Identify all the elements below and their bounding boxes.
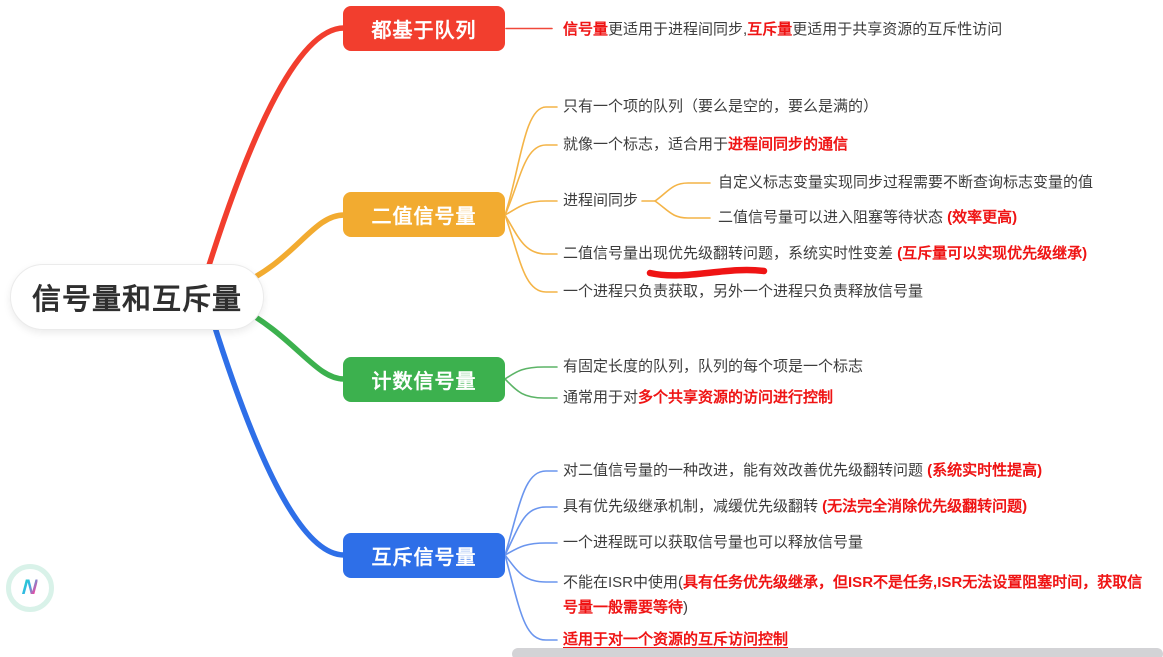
leaf-segment: 不能在ISR中使用( [563, 574, 684, 591]
branch-label: 二值信号量 [371, 206, 477, 228]
leaf-segment: 对二值信号量的一种改进，能有效改善优先级翻转问题 [563, 462, 928, 479]
leaf-segment: 更适用于进程间同步, [608, 21, 748, 38]
leaf-segment: 一个进程既可以获取信号量也可以释放信号量 [563, 534, 864, 551]
branch-curve-mutex [209, 315, 347, 558]
leaf-line [654, 200, 711, 219]
leaf-line [504, 470, 558, 556]
leaf-segment: 更适用于共享资源的互斥性访问 [792, 21, 1003, 38]
leaf-line [504, 554, 558, 641]
leaf-segment: (系统实时性提高) [927, 462, 1043, 479]
leaf-note[interactable]: 一个进程既可以获取信号量也可以释放信号量 [563, 532, 863, 554]
app-logo: N [6, 564, 54, 612]
leaf-note[interactable]: 一个进程只负责获取，另外一个进程只负责释放信号量 [563, 281, 923, 303]
leaf-note[interactable]: 通常用于对多个共享资源的访问进行控制 [563, 387, 833, 409]
subtopic-node-process-sync[interactable]: 进程间同步 [563, 190, 638, 212]
leaf-line [504, 378, 558, 399]
leaf-note[interactable]: 自定义标志变量实现同步过程需要不断查询标志变量的值 [718, 172, 1093, 194]
leaf-note[interactable]: 二值信号量出现优先级翻转问题，系统实时性变差 (互斥量可以实现优先级继承) [563, 243, 1087, 265]
leaf-segment: 只有一个项的队列（要么是空的，要么是满的） [563, 98, 879, 115]
branch-node-queue[interactable]: 都基于队列 [343, 6, 505, 51]
leaf-segment: 互斥量 [747, 21, 793, 38]
logo-letter-icon: N [21, 576, 39, 599]
leaf-segment: (无法完全消除优先级翻转问题) [822, 498, 1028, 515]
leaf-line [641, 182, 711, 202]
branch-node-mutex-semaphore[interactable]: 互斥信号量 [343, 533, 505, 578]
branch-curve-queue [202, 25, 347, 281]
root-label: 信号量和互斥量 [31, 284, 242, 316]
horizontal-scrollbar[interactable] [512, 648, 1163, 657]
leaf-note[interactable]: 具有优先级继承机制，减缓优先级翻转 (无法完全消除优先级翻转问题) [563, 496, 1027, 518]
branch-node-binary-semaphore[interactable]: 二值信号量 [343, 192, 505, 237]
leaf-line [504, 144, 558, 216]
leaf-segment: ) [683, 599, 689, 616]
leaf-note[interactable]: 二值信号量可以进入阻塞等待状态 (效率更高) [718, 207, 1017, 229]
leaf-note[interactable]: 不能在ISR中使用(具有任务优先级继承，但ISR不是任务,ISR无法设置阻塞时间… [563, 570, 1151, 620]
leaf-note[interactable]: 就像一个标志，适合用于进程间同步的通信 [563, 134, 848, 156]
leaf-segment: 二值信号量可以进入阻塞等待状态 [718, 209, 948, 226]
leaf-segment: 进程间同步的通信 [728, 136, 849, 153]
leaf-note[interactable]: 适用于对一个资源的互斥访问控制 [563, 629, 788, 651]
leaf-segment: 自定义标志变量实现同步过程需要不断查询标志变量的值 [718, 174, 1094, 191]
leaf-segment: 信号量 [563, 21, 609, 38]
leaf-note[interactable]: 信号量更适用于进程间同步,互斥量更适用于共享资源的互斥性访问 [563, 19, 1002, 41]
hand-drawn-underline [646, 266, 768, 279]
leaf-line [504, 214, 558, 255]
leaf-line [504, 506, 558, 556]
leaf-line [504, 554, 558, 583]
branch-label: 计数信号量 [371, 371, 477, 393]
branch-node-counting-semaphore[interactable]: 计数信号量 [343, 357, 505, 402]
branch-label: 互斥信号量 [371, 547, 477, 569]
leaf-line [504, 366, 558, 380]
leaf-line [504, 106, 558, 216]
leaf-segment: 具有任务优先级继承，但ISR不是任务,ISR无法设置阻塞时间，获取信号量一般需要… [563, 574, 1143, 616]
leaf-segment: (互斥量可以实现优先级继承) [897, 245, 1088, 262]
leaf-note[interactable]: 只有一个项的队列（要么是空的，要么是满的） [563, 96, 878, 118]
leaf-segment: 多个共享资源的访问进行控制 [638, 389, 834, 406]
leaf-segment: (效率更高) [947, 209, 1018, 226]
leaf-segment: 有固定长度的队列，队列的每个项是一个标志 [563, 358, 864, 375]
leaf-segment: 一个进程只负责获取，另外一个进程只负责释放信号量 [563, 283, 924, 300]
leaf-line [504, 200, 558, 216]
leaf-line [504, 214, 558, 293]
leaf-segment: 进程间同步 [563, 192, 639, 209]
leaf-segment: 具有优先级继承机制，减缓优先级翻转 [563, 498, 823, 515]
leaf-segment: 适用于对一个资源的互斥访问控制 [563, 631, 789, 648]
leaf-note[interactable]: 对二值信号量的一种改进，能有效改善优先级翻转问题 (系统实时性提高) [563, 460, 1042, 482]
leaf-line [504, 542, 558, 556]
leaf-segment: 就像一个标志，适合用于 [563, 136, 729, 153]
leaf-segment: 二值信号量出现优先级翻转问题，系统实时性变差 [563, 245, 898, 262]
branch-label: 都基于队列 [371, 20, 477, 42]
leaf-segment: 通常用于对 [563, 389, 639, 406]
root-node[interactable]: 信号量和互斥量 [10, 264, 264, 330]
leaf-note[interactable]: 有固定长度的队列，队列的每个项是一个标志 [563, 356, 863, 378]
